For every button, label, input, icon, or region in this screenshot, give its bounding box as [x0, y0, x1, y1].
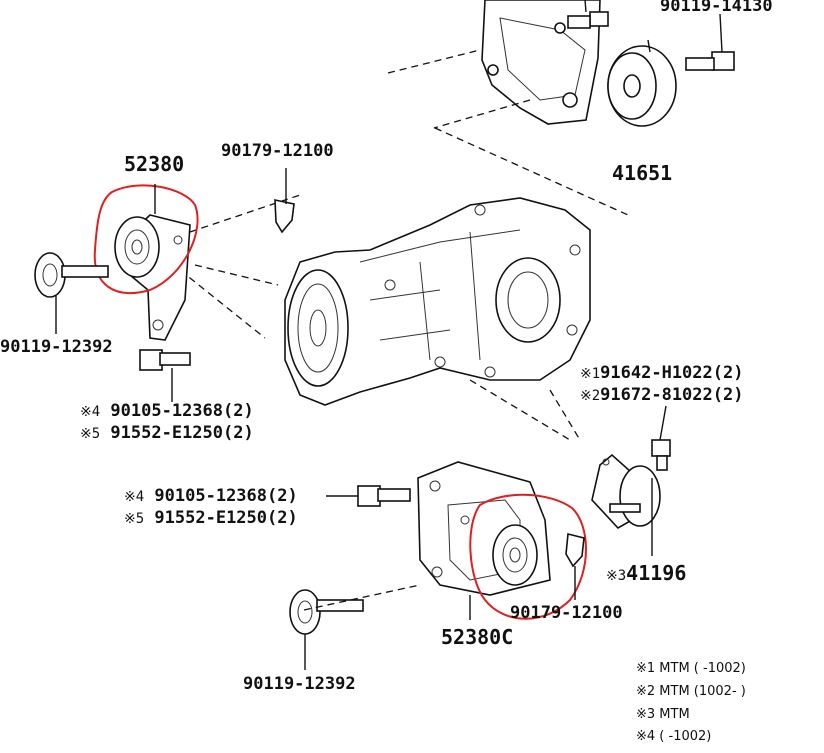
bolt-90119-lower: [289, 589, 364, 635]
label-91552-e1250-lower: 91552-E1250(2): [154, 508, 298, 528]
mount-bracket-52380c: [417, 461, 551, 596]
idler-pulley-41651: [607, 45, 677, 127]
footnote-1: ※1 MTM ( -1002): [636, 661, 746, 676]
mark-5-lower: ※5: [124, 511, 145, 527]
label-91552-e1250-upper: 91552-E1250(2): [110, 423, 254, 443]
mark-4-lower: ※4: [124, 489, 145, 505]
label-90105-12368-upper: 90105-12368(2): [110, 401, 254, 421]
label-90179-12100-bottom[interactable]: 90179-12100: [510, 603, 623, 623]
mark-2: ※2: [580, 388, 601, 404]
note-3[interactable]: ※341196: [606, 562, 686, 587]
bolt-90105-upper: [139, 349, 191, 371]
damper-41196: [591, 453, 661, 530]
mark-4: ※4: [80, 404, 101, 420]
bolt-91642: [651, 439, 671, 471]
label-90105-12368-lower: 90105-12368(2): [154, 486, 298, 506]
note-5-upper[interactable]: ※5 91552-E1250(2): [80, 423, 254, 444]
label-52380[interactable]: 52380: [124, 152, 185, 176]
bolt-90105-lower: [357, 485, 411, 507]
note-4-lower[interactable]: ※4 90105-12368(2): [124, 486, 298, 507]
highlight-circle-upper: [93, 184, 199, 295]
footnote-3: ※3 MTM: [636, 707, 690, 722]
clip-90179-lower: [565, 532, 585, 568]
highlight-circle-lower: [469, 493, 587, 620]
label-90179-12100-top[interactable]: 90179-12100: [221, 141, 334, 161]
bolt-90119-upper: [34, 252, 109, 298]
label-90119-12392-bottom[interactable]: 90119-12392: [243, 674, 356, 694]
differential-carrier: [284, 197, 591, 406]
label-41196: 41196: [626, 561, 687, 585]
label-52380c[interactable]: 52380C: [441, 625, 514, 649]
label-91672-81022: 91672-81022(2): [600, 385, 744, 405]
bolt-90119-14130: [685, 51, 735, 71]
top-bracket: [481, 0, 601, 125]
note-1[interactable]: ※191642-H1022(2): [580, 363, 743, 384]
note-4-upper[interactable]: ※4 90105-12368(2): [80, 401, 254, 422]
note-5-lower[interactable]: ※5 91552-E1250(2): [124, 508, 298, 529]
label-41651[interactable]: 41651: [612, 161, 673, 185]
mount-52380: [114, 214, 191, 341]
label-91642-h1022: 91642-H1022(2): [600, 363, 744, 383]
footnote-4: ※4 ( -1002): [636, 729, 712, 744]
note-2[interactable]: ※291672-81022(2): [580, 385, 743, 406]
mark-3: ※3: [606, 568, 627, 584]
top-bolt: [567, 11, 609, 29]
footnote-2: ※2 MTM (1002- ): [636, 684, 746, 699]
label-90119-12392-left[interactable]: 90119-12392: [0, 337, 113, 357]
label-90119-14130[interactable]: 90119-14130: [660, 0, 773, 16]
clip-90179-upper: [274, 199, 295, 234]
mark-1: ※1: [580, 366, 601, 382]
mark-5: ※5: [80, 426, 101, 442]
